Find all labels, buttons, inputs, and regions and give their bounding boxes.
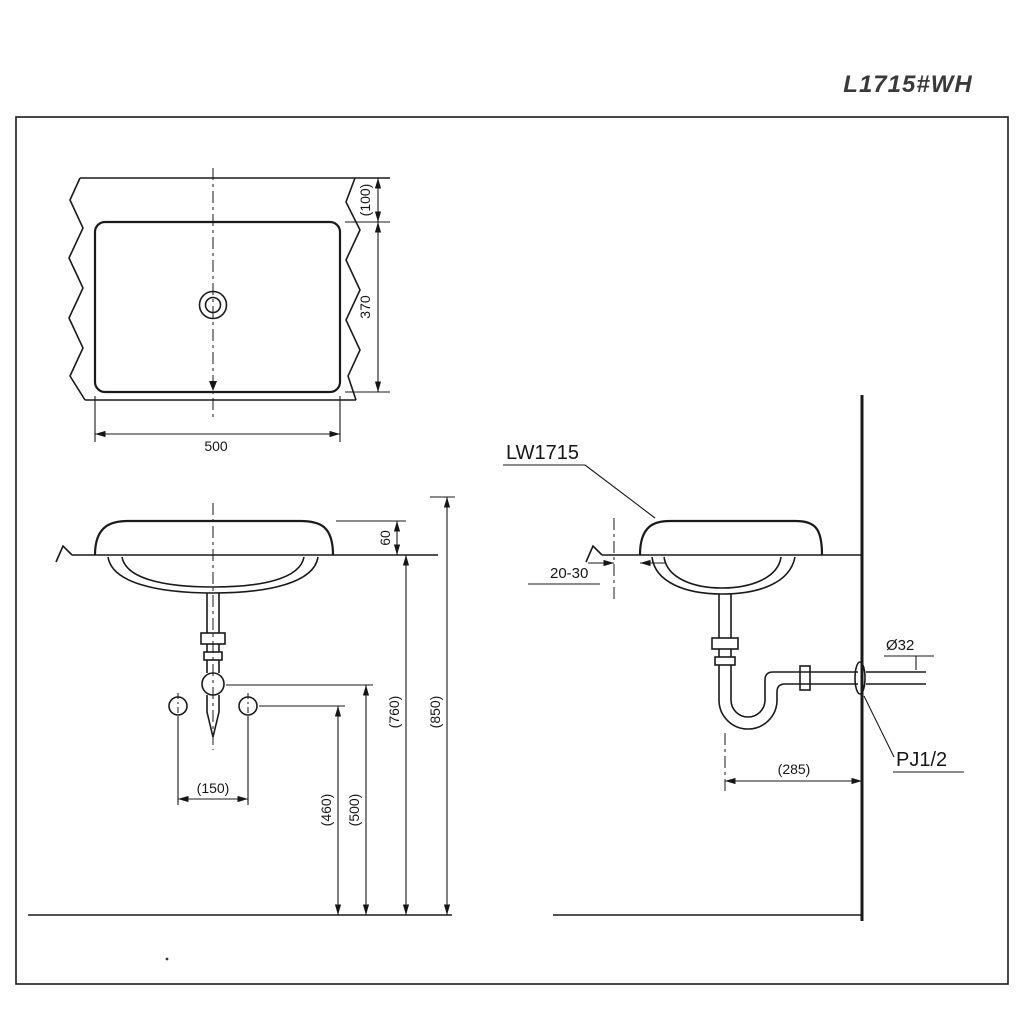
sink-bowl-inner [121, 556, 305, 588]
wall-flange [854, 661, 866, 695]
leader-line [863, 695, 895, 758]
sink-basin-outline [93, 220, 342, 394]
sink-bowl-outer [107, 556, 319, 594]
pipe-nut [799, 665, 811, 691]
sink-rim-profile [638, 519, 824, 556]
plan-dim-width-label: 500 [204, 438, 228, 454]
side-view: LW1715 20-30 Ø32 PJ1/2 (285) [503, 395, 964, 921]
drawing-title: L1715#WH [843, 71, 972, 98]
sink-bowl-outer [651, 556, 796, 595]
front-dim-460-label: (460) [318, 794, 334, 827]
side-dim-trap-to-wall-label: (285) [778, 761, 811, 777]
drain-nut [711, 637, 739, 650]
drain-nut [714, 656, 736, 666]
pipe-diameter-label: Ø32 [886, 637, 914, 654]
counter-break-right [345, 177, 361, 401]
plan-dim-depth-label: 370 [357, 295, 373, 319]
p-trap-inner [730, 665, 858, 718]
front-marker-arrow [209, 381, 217, 391]
joint-label: PJ1/2 [896, 749, 947, 771]
counter-break [55, 544, 73, 563]
plan-view: (100) 370 500 [68, 168, 390, 454]
front-dim-rim-height-label: 60 [377, 530, 393, 546]
front-dim-760-label: (760) [386, 696, 402, 729]
counter-break-left [68, 177, 86, 401]
stray-mark [165, 957, 169, 961]
plan-dim-back-offset-label: (100) [357, 184, 373, 217]
front-dim-850-label: (850) [427, 696, 443, 729]
counter-break [585, 544, 603, 563]
front-dim-hole-spacing-label: (150) [197, 780, 230, 796]
sink-rim-profile [93, 519, 335, 556]
front-view: (150) 60 (460) (500) (760) (850) [28, 496, 455, 961]
leader-line [584, 464, 656, 519]
p-trap-outer [718, 665, 858, 730]
drawing-border [15, 116, 1009, 985]
side-dim-wall-gap-label: 20-30 [550, 565, 588, 582]
front-dim-500-label: (500) [346, 794, 362, 827]
sink-bowl-inner [663, 556, 782, 589]
model-label: LW1715 [506, 442, 579, 464]
